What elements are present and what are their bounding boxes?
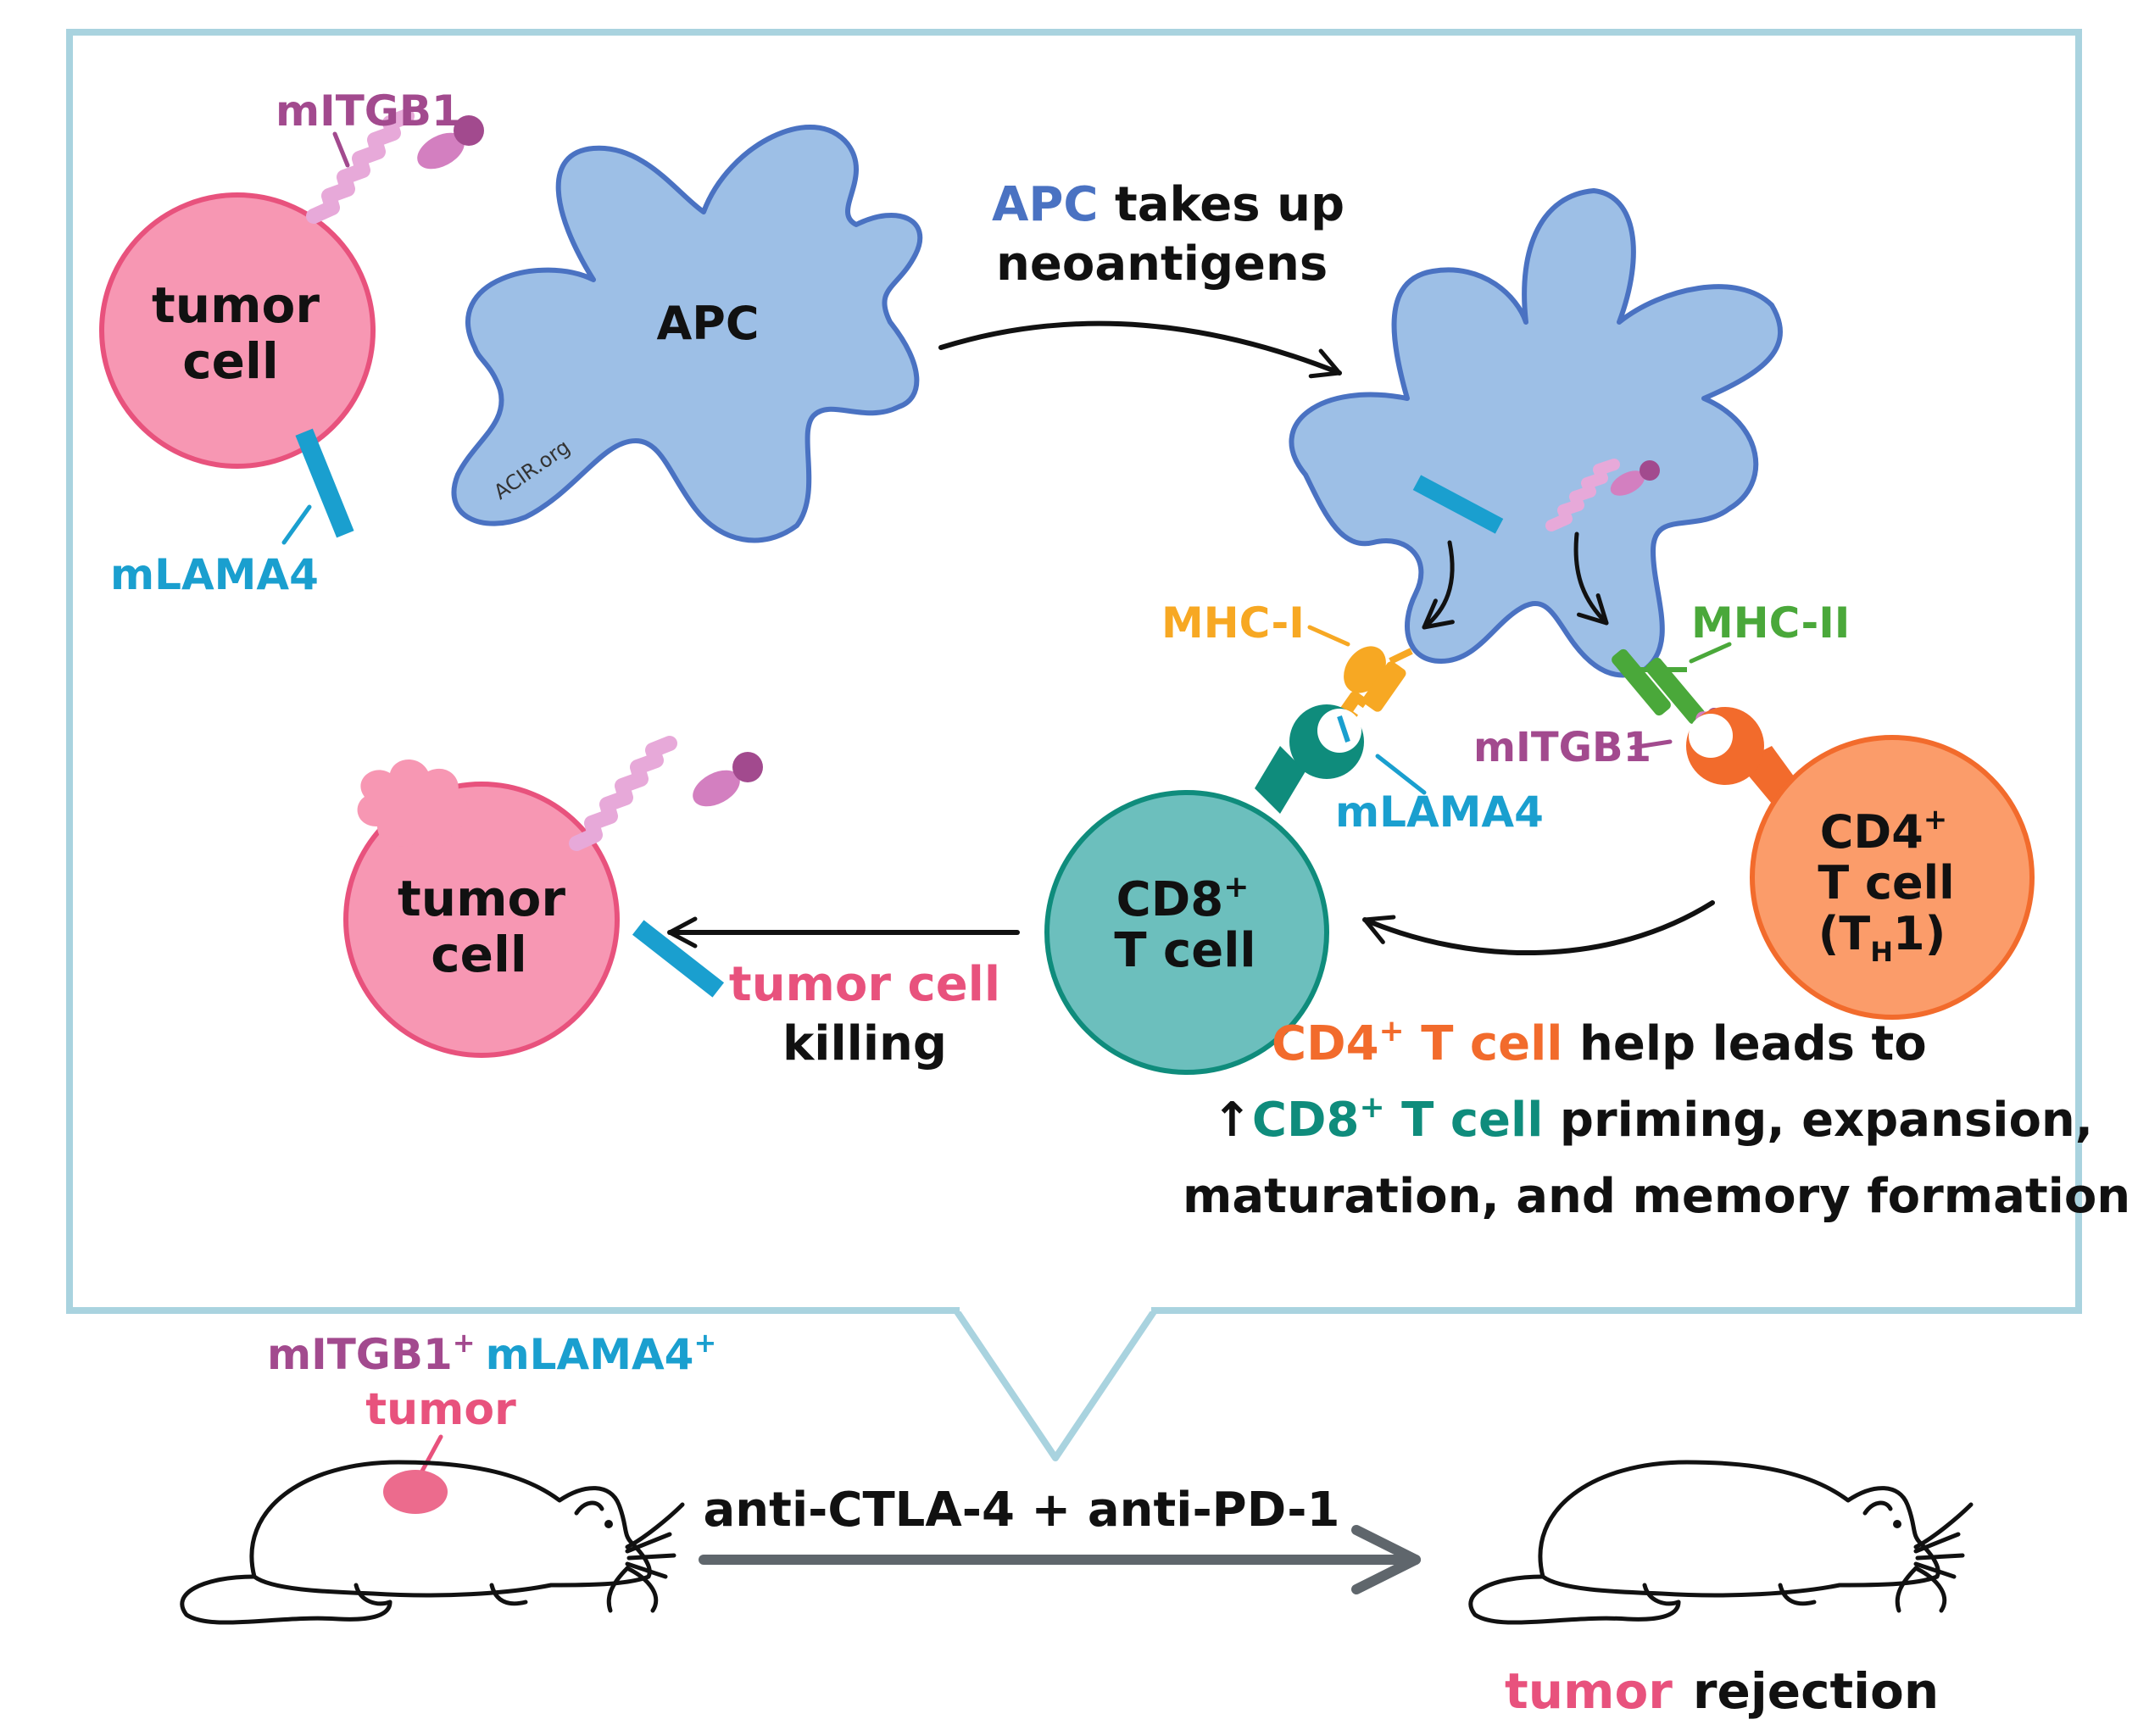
uptake-arrow — [938, 320, 1342, 379]
uptake-rest: takes up — [1098, 177, 1345, 232]
mhc2-itgb1-label: mITGB1 — [1473, 724, 1651, 771]
bottom-itgb1-receptor-icon — [569, 736, 763, 851]
uptake-apc-word: APC — [992, 177, 1098, 232]
help-cd4-sup: + — [1379, 1014, 1405, 1049]
outcome-label: tumor rejection — [1505, 1662, 1939, 1720]
cd8-t-cell: CD8+ T cell — [1044, 704, 1364, 1075]
treatment-label: anti-CTLA-4 + anti-PD-1 — [704, 1483, 1340, 1538]
top-lama4-label: mLAMA4 — [110, 550, 319, 599]
help-line-1: CD4+ T cell help leads to — [1272, 1014, 1927, 1071]
bottom-tumor-label-2: cell — [431, 926, 526, 983]
help-cd4: CD4 — [1272, 1016, 1379, 1071]
mouse-tumor-label: tumor — [365, 1384, 516, 1435]
mhc1-label: MHC-I — [1161, 598, 1305, 648]
cd8-lama4-label: mLAMA4 — [1335, 787, 1544, 837]
top-tumor-label-1: tumor — [152, 276, 320, 334]
killing-label-1: tumor cell — [729, 957, 1000, 1012]
cd4-label-1: CD4+ — [1820, 803, 1948, 859]
help-rest: help leads to — [1562, 1016, 1926, 1071]
outcome-rest: rejection — [1693, 1662, 1939, 1720]
help-cd8-sup: + — [1359, 1090, 1384, 1125]
help-up-arrow: ↑ — [1212, 1093, 1252, 1148]
mouse-itgb1-sup: + — [453, 1327, 476, 1359]
mouse-right-icon — [1468, 1460, 1974, 1625]
mouse-left-icon — [180, 1460, 685, 1625]
top-tumor-label-2: cell — [182, 332, 278, 390]
mhc2-label: MHC-II — [1691, 598, 1850, 648]
top-tumor-cell: tumor cell — [99, 192, 376, 469]
itgb1-receptor-icon — [306, 108, 484, 224]
help-cd8-tcell: T cell — [1385, 1093, 1544, 1148]
help-line-2: ↑CD8+ T cell priming, expansion, — [1212, 1090, 2093, 1148]
internal-lama4-icon — [1412, 475, 1504, 534]
mouse-lama4-sup: + — [693, 1327, 716, 1359]
apc-label: APC — [657, 297, 760, 350]
mouse-itgb1: mITGB1 — [267, 1330, 453, 1379]
cd8-label-main: CD8 — [1116, 872, 1224, 927]
cd4-label-3-close: 1) — [1893, 907, 1946, 960]
uptake-label-line1: APC takes up — [992, 177, 1345, 232]
killing-label-2: killing — [782, 1016, 947, 1071]
callout-panel — [66, 29, 2082, 1461]
mouse-lama4: mLAMA4 — [486, 1330, 694, 1379]
top-itgb1-label: mITGB1 — [276, 86, 461, 136]
cd4-label-3-sub: H — [1870, 936, 1893, 968]
mouse-tumor-icon — [383, 1470, 448, 1514]
cd4-label-sup: + — [1924, 803, 1948, 837]
cd4-t-cell: CD4+ T cell (TH1) — [1686, 707, 2035, 1020]
bottom-tumor-cell: tumor cell — [343, 759, 620, 1058]
help-line-3: maturation, and memory formation — [1183, 1169, 2130, 1224]
help-arrow — [1362, 900, 1715, 956]
mouse-marker-line: mITGB1+mLAMA4+ — [267, 1327, 716, 1379]
cd8-label-1: CD8+ — [1116, 870, 1250, 927]
bottom-lama4-bar-icon — [632, 920, 725, 998]
cd4-label-3: (TH1) — [1818, 907, 1946, 968]
cd4-label-main: CD4 — [1820, 805, 1924, 859]
cd8-label-2: T cell — [1114, 923, 1255, 978]
help-cd8: CD8 — [1252, 1093, 1360, 1148]
apc-cell: APC ACIR.org — [451, 125, 923, 543]
cd4-label-3-open: (T — [1818, 907, 1871, 960]
bottom-tumor-label-1: tumor — [398, 870, 565, 927]
cd4-label-2: T cell — [1818, 856, 1954, 910]
uptake-label-line2: neoantigens — [996, 236, 1328, 292]
lama4-bar-icon — [295, 428, 354, 538]
cd8-label-sup: + — [1223, 870, 1249, 904]
help-rest-2: priming, expansion, — [1543, 1093, 2093, 1148]
apc-cell-loaded — [1289, 188, 1784, 678]
outcome-tumor: tumor — [1505, 1662, 1673, 1720]
help-cd4-tcell: T cell — [1405, 1016, 1563, 1071]
internal-itgb1-icon — [1545, 459, 1660, 531]
